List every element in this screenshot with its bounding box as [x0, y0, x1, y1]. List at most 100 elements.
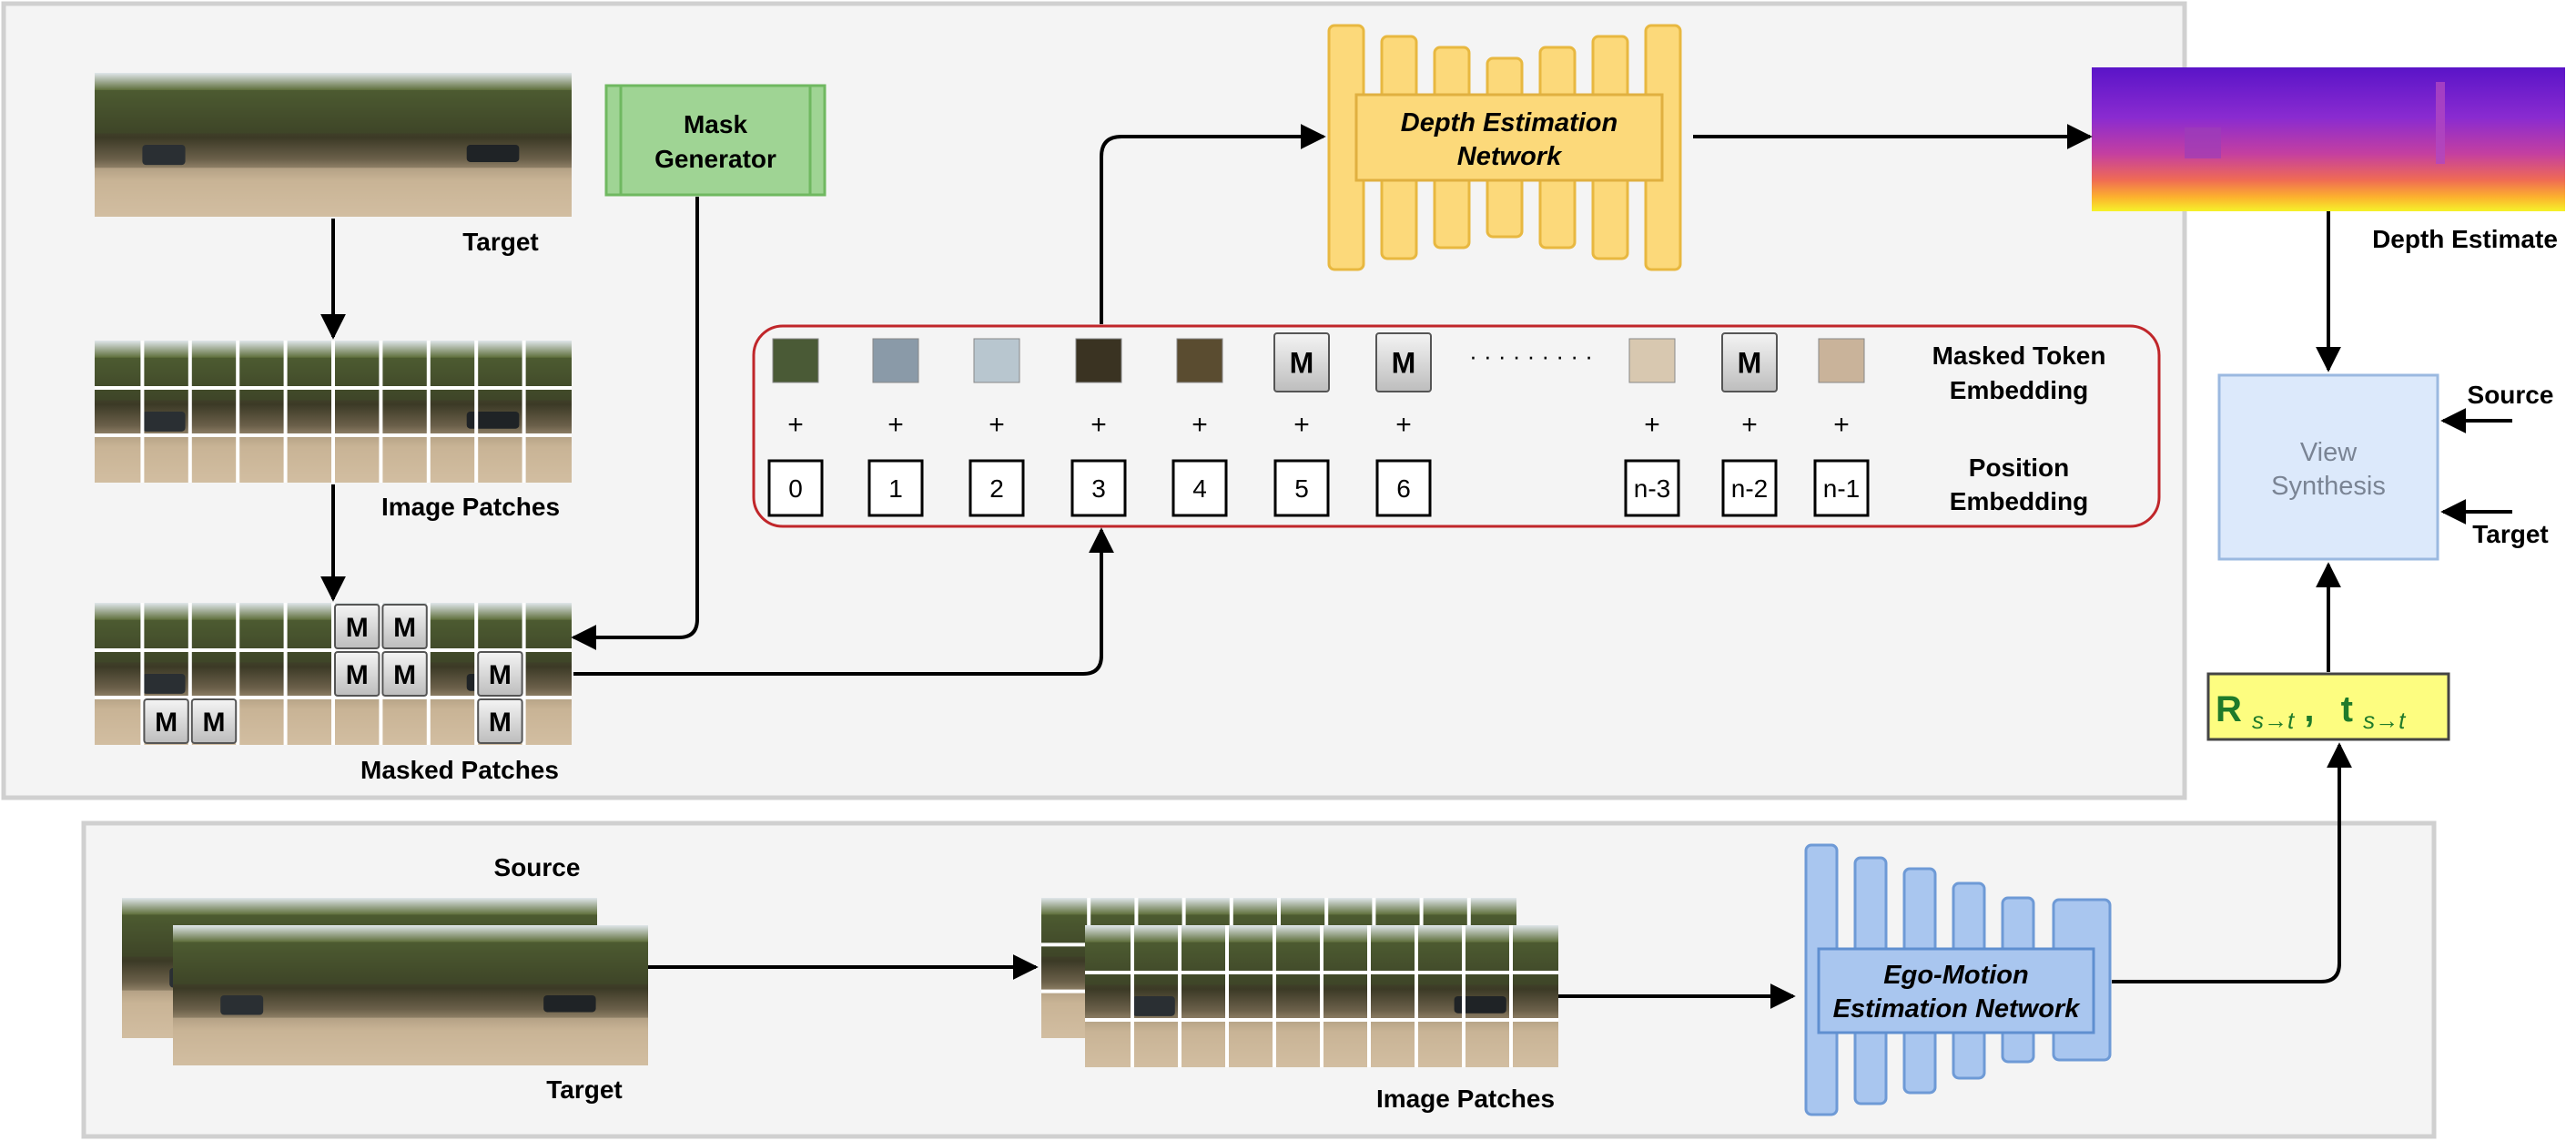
- token-row: +0+1+2+3+4M+5M+6+n-3M+n-2+n-1: [767, 332, 1870, 517]
- position-box: [1171, 459, 1228, 517]
- image-token: [1818, 338, 1865, 383]
- position-index: n-2: [1731, 474, 1768, 503]
- masked-token-label-line2: Embedding: [1950, 376, 2088, 404]
- arrow-ego-network-to-pose: [2112, 742, 2352, 983]
- svg-text:M: M: [346, 613, 369, 643]
- image-token: [1628, 338, 1676, 383]
- position-index: 3: [1091, 474, 1106, 503]
- bottom-source-label: Source: [494, 853, 581, 881]
- position-box: [1070, 459, 1127, 517]
- plus-sign: +: [989, 410, 1005, 440]
- image-token: [1176, 338, 1223, 383]
- mask-generator-label-line2: Generator: [654, 145, 776, 173]
- source-target-stack: [122, 898, 648, 1065]
- position-index: 4: [1192, 474, 1207, 503]
- position-index: 0: [788, 474, 803, 503]
- plus-sign: +: [887, 410, 904, 440]
- depth-network-label-line1: Depth Estimation: [1401, 108, 1618, 138]
- token-embedding-container: [752, 324, 2161, 528]
- depth-estimate-image: [2092, 67, 2565, 211]
- view-synthesis-label-line1: View: [2300, 438, 2358, 467]
- svg-text:M: M: [1738, 347, 1762, 380]
- position-index: 1: [888, 474, 903, 503]
- ellipsis: · · · · · · · · ·: [1469, 342, 1593, 370]
- mask-tile: M: [477, 651, 523, 697]
- svg-text:M: M: [489, 708, 512, 738]
- depth-estimate-label: Depth Estimate: [2372, 225, 2558, 253]
- position-index: n-3: [1634, 474, 1670, 503]
- view-synthesis-source-label: Source: [2468, 381, 2554, 409]
- plus-sign: +: [1192, 410, 1208, 440]
- mask-generator-label-line1: Mask: [684, 110, 747, 138]
- ego-network-label-box: Ego-Motion Estimation Network: [1817, 947, 2095, 1034]
- position-index: 6: [1396, 474, 1411, 503]
- position-index: 5: [1294, 474, 1309, 503]
- masked-token: M: [1273, 332, 1330, 392]
- position-index: 2: [989, 474, 1004, 503]
- masked-token: M: [1721, 332, 1778, 392]
- target-label: Target: [462, 228, 539, 256]
- plus-sign: +: [1833, 410, 1850, 440]
- arrow-mask-generator-to-masked: [571, 197, 699, 650]
- view-synthesis-block: View Synthesis: [2217, 373, 2439, 561]
- target-image: [95, 73, 572, 217]
- position-box: [867, 459, 924, 517]
- mask-tile: M: [334, 651, 380, 697]
- plus-sign: +: [1644, 410, 1660, 440]
- position-label-line1: Position: [1969, 453, 2069, 482]
- rotation-subscript: s→t: [2252, 707, 2296, 734]
- plus-sign: +: [1293, 410, 1310, 440]
- masked-patches-label: Masked Patches: [360, 756, 559, 784]
- image-token: [1075, 338, 1122, 383]
- bottom-target-label: Target: [546, 1075, 623, 1104]
- position-box: [969, 459, 1025, 517]
- rotation-symbol: R: [2216, 689, 2242, 729]
- image-token: [973, 338, 1020, 383]
- mask-tile: M: [334, 604, 380, 649]
- plus-sign: +: [1395, 410, 1412, 440]
- svg-text:M: M: [393, 613, 416, 643]
- image-token: [872, 338, 919, 383]
- svg-text:R s→t , t: R s→t , t s→t: [2216, 689, 2407, 737]
- mask-generator-block: Mask Generator: [604, 84, 827, 197]
- svg-text:M: M: [393, 660, 416, 690]
- svg-text:M: M: [155, 708, 177, 738]
- position-label-line2: Embedding: [1950, 487, 2088, 515]
- ego-network-label-line2: Estimation Network: [1833, 994, 2082, 1024]
- svg-text:M: M: [1392, 347, 1416, 380]
- mask-tile: M: [190, 698, 238, 744]
- svg-text:M: M: [203, 708, 226, 738]
- position-box: [1375, 459, 1432, 517]
- arrow-tokens-to-depth-network: [1100, 124, 1326, 324]
- arrow-masked-to-tokens: [573, 527, 1114, 676]
- mask-tile: M: [381, 604, 428, 649]
- mask-tile: M: [381, 651, 428, 697]
- depth-network-label-line2: Network: [1457, 142, 1563, 171]
- position-box: [1813, 459, 1870, 517]
- image-token: [772, 338, 819, 383]
- plus-sign: +: [1090, 410, 1107, 440]
- image-patches-label: Image Patches: [381, 493, 560, 521]
- mask-tile: M: [477, 698, 523, 744]
- masked-token-label-line1: Masked Token: [1932, 341, 2106, 370]
- svg-text:M: M: [489, 660, 512, 690]
- svg-text:M: M: [346, 660, 369, 690]
- ego-network-label-line1: Ego-Motion: [1883, 961, 2028, 990]
- pose-output-box: R s→t , t s→t: [2206, 672, 2450, 741]
- plus-sign: +: [787, 410, 804, 440]
- connectors: [320, 124, 2512, 1009]
- translation-symbol: t: [2341, 689, 2353, 729]
- depth-network-label-box: Depth Estimation Network: [1354, 93, 1664, 182]
- position-index: n-1: [1823, 474, 1860, 503]
- bottom-image-patches-stack: [1041, 898, 1558, 1067]
- translation-subscript: s→t: [2363, 707, 2407, 734]
- position-box: [1624, 459, 1680, 517]
- bottom-image-patches-label: Image Patches: [1376, 1085, 1555, 1113]
- position-box: [1273, 459, 1330, 517]
- svg-text:M: M: [1290, 347, 1314, 380]
- position-box: [767, 459, 824, 517]
- view-synthesis-target-label: Target: [2472, 520, 2549, 548]
- mask-tile: M: [143, 698, 189, 744]
- masked-token: M: [1375, 332, 1432, 392]
